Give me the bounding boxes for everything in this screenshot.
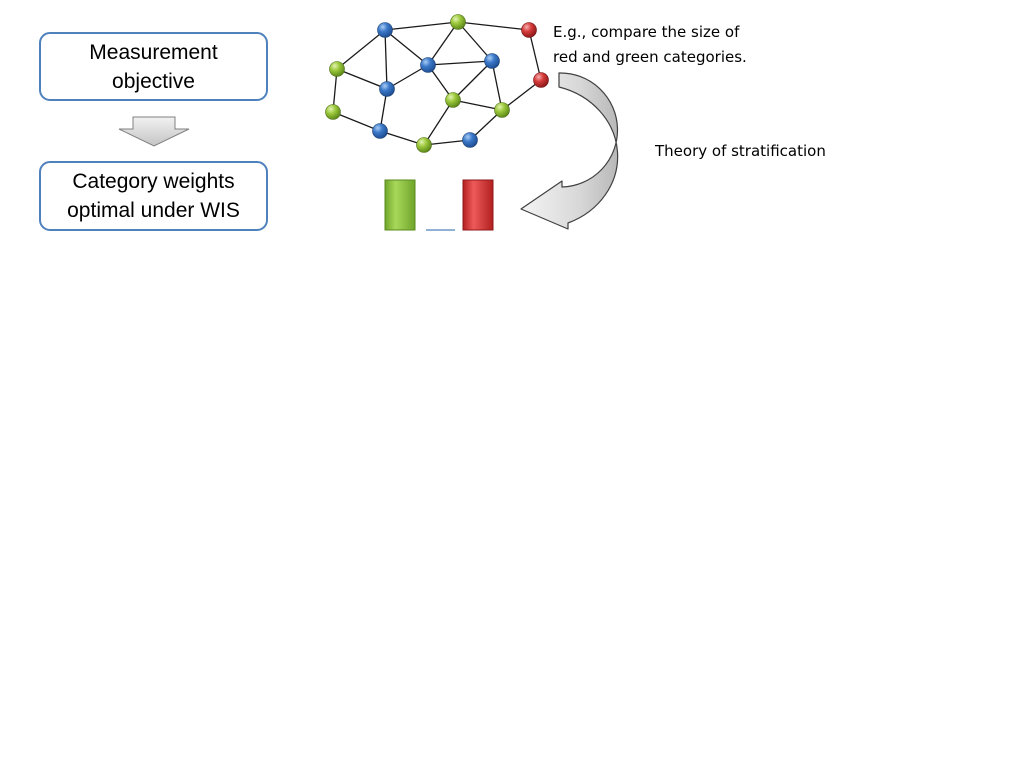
graph-edge	[423, 99, 454, 146]
graph-node-red	[533, 72, 549, 88]
graph-node-green	[329, 61, 345, 77]
measurement-objective-line2: objective	[112, 69, 195, 93]
bar-red	[462, 179, 494, 231]
graph-edge	[528, 29, 542, 81]
graph-node-blue	[462, 132, 478, 148]
theory-of-stratification-label: Theory of stratification	[655, 142, 826, 160]
graph-edge	[384, 21, 459, 31]
graph-node-green	[416, 137, 432, 153]
graph-node-blue	[379, 81, 395, 97]
graph-edge	[386, 64, 429, 90]
graph-node-blue	[377, 22, 393, 38]
graph-node-blue	[484, 53, 500, 69]
graph-edge	[452, 99, 503, 111]
graph-edge	[384, 29, 429, 66]
curved-arrow-icon	[520, 72, 619, 230]
measurement-objective-box: Measurement objective	[39, 32, 268, 101]
graph-node-blue	[372, 123, 388, 139]
measurement-objective-text: Measurement objective	[89, 38, 217, 96]
graph-node-green	[494, 102, 510, 118]
graph-edge	[457, 21, 493, 62]
graph-nodes	[325, 14, 549, 153]
graph-edge	[332, 111, 381, 132]
measurement-objective-line1: Measurement	[89, 40, 218, 64]
graph-edge	[501, 79, 542, 111]
graph-node-blue	[420, 57, 436, 73]
graph-edge	[452, 60, 493, 101]
graph-edge	[491, 60, 503, 111]
category-weights-line1: Category weights	[72, 170, 235, 193]
graph-node-red	[521, 22, 537, 38]
example-note-line2: red and green categories.	[553, 48, 747, 66]
graph-edge	[427, 60, 493, 66]
graph-edge	[384, 29, 388, 90]
down-arrow-icon	[118, 116, 190, 147]
graph-node-green	[445, 92, 461, 108]
graph-edge	[336, 29, 386, 70]
graph-edge	[427, 21, 459, 66]
bar-green	[384, 179, 416, 231]
graph-node-green	[450, 14, 466, 30]
category-weights-text: Category weights optimal under WIS	[67, 167, 240, 225]
graph-edge	[336, 68, 388, 90]
example-note: E.g., compare the size of red and green …	[553, 20, 747, 70]
category-weights-box: Category weights optimal under WIS	[39, 161, 268, 231]
category-weights-line2: optimal under WIS	[67, 199, 240, 222]
example-note-line1: E.g., compare the size of	[553, 23, 740, 41]
graph-edge	[457, 21, 530, 31]
graph-edges	[332, 21, 542, 146]
graph-node-green	[325, 104, 341, 120]
